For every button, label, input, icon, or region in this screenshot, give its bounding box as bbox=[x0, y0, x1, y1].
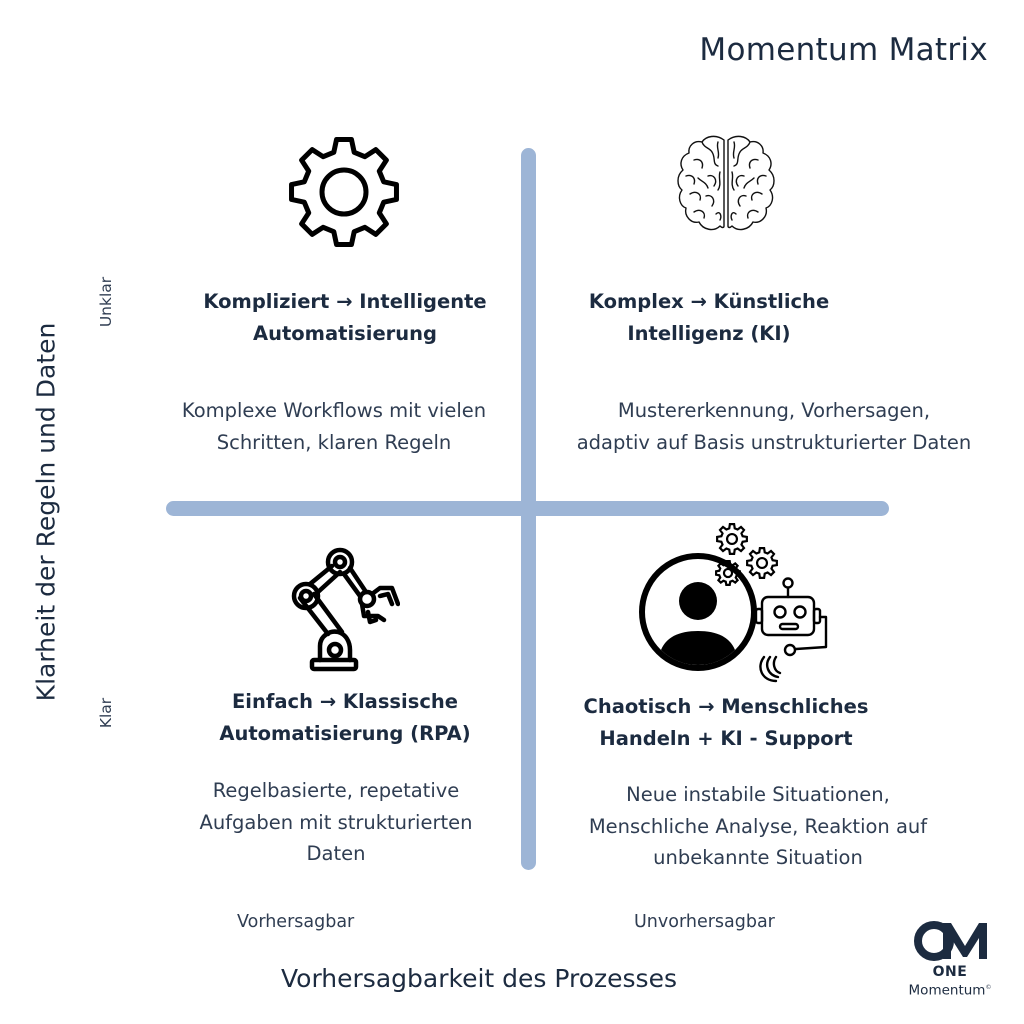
description-line: Schritten, klaren Regeln bbox=[216, 430, 452, 454]
description-line: Menschliche Analyse, Reaktion auf bbox=[588, 814, 928, 838]
logo-momentum-text: Momentum bbox=[908, 982, 986, 999]
small-gear-icon bbox=[746, 547, 778, 579]
heading-line: Komplex → Künstliche bbox=[588, 290, 830, 313]
brain-icon bbox=[672, 132, 780, 238]
om-logo-mark-icon bbox=[914, 921, 987, 961]
heading-line: Einfach → Klassische bbox=[231, 690, 458, 713]
y-axis-label: Klarheit der Regeln und Daten bbox=[31, 322, 61, 702]
human-ai-support-icon bbox=[636, 517, 846, 685]
description-line: Mustererkennung, Vorhersagen, bbox=[617, 399, 931, 422]
x-axis-left-label: Vorhersagbar bbox=[237, 912, 355, 932]
x-axis-label: Vorhersagbarkeit des Prozesses bbox=[281, 964, 677, 993]
logo-registered-mark: © bbox=[985, 984, 992, 991]
one-momentum-logo: ONE Momentum© bbox=[890, 920, 1010, 999]
x-axis-right-label: Unvorhersagbar bbox=[634, 912, 775, 932]
quadrant-heading: Chaotisch → Menschliches Handeln + KI - … bbox=[0, 691, 1024, 755]
gear-icon bbox=[285, 133, 403, 251]
description-line: Komplexe Workflows mit vielen bbox=[181, 399, 487, 422]
quadrant-heading: Komplex → Künstliche Intelligenz (KI) bbox=[0, 286, 1024, 350]
quadrant-description: Komplexe Workflows mit vielen Schritten,… bbox=[0, 395, 668, 458]
description-line: Aufgaben mit strukturierten bbox=[199, 810, 473, 834]
robot-arm-icon bbox=[288, 546, 400, 674]
quadrant-heading: Einfach → Klassische Automatisierung (RP… bbox=[0, 686, 690, 750]
quadrant-description: Regelbasierte, repetative Aufgaben mit s… bbox=[0, 775, 672, 870]
page-title: Momentum Matrix bbox=[699, 32, 988, 68]
heading-line: Chaotisch → Menschliches bbox=[583, 695, 869, 718]
heading-line: Automatisierung bbox=[252, 322, 438, 345]
heading-line: Kompliziert → Intelligente bbox=[203, 290, 487, 313]
horizontal-axis-line bbox=[166, 501, 889, 516]
heading-line: Automatisierung (RPA) bbox=[219, 722, 471, 745]
small-gear-icon bbox=[715, 560, 741, 586]
quadrant-description: Mustererkennung, Vorhersagen, adaptiv au… bbox=[0, 395, 1024, 458]
description-line: adaptiv auf Basis unstrukturierter Daten bbox=[576, 430, 972, 454]
heading-line: Intelligenz (KI) bbox=[627, 322, 791, 345]
quadrant-heading: Kompliziert → Intelligente Automatisieru… bbox=[0, 286, 690, 350]
quadrant-description: Neue instabile Situationen, Menschliche … bbox=[0, 779, 1024, 874]
logo-line-momentum: Momentum© bbox=[890, 980, 1010, 999]
description-line: Daten bbox=[306, 842, 366, 865]
small-gear-icon bbox=[716, 523, 748, 555]
description-line: Regelbasierte, repetative bbox=[212, 779, 460, 802]
heading-line: Handeln + KI - Support bbox=[599, 727, 853, 750]
description-line: Neue instabile Situationen, bbox=[626, 783, 890, 806]
description-line: unbekannte Situation bbox=[653, 846, 863, 869]
logo-line-one: ONE bbox=[932, 964, 968, 980]
